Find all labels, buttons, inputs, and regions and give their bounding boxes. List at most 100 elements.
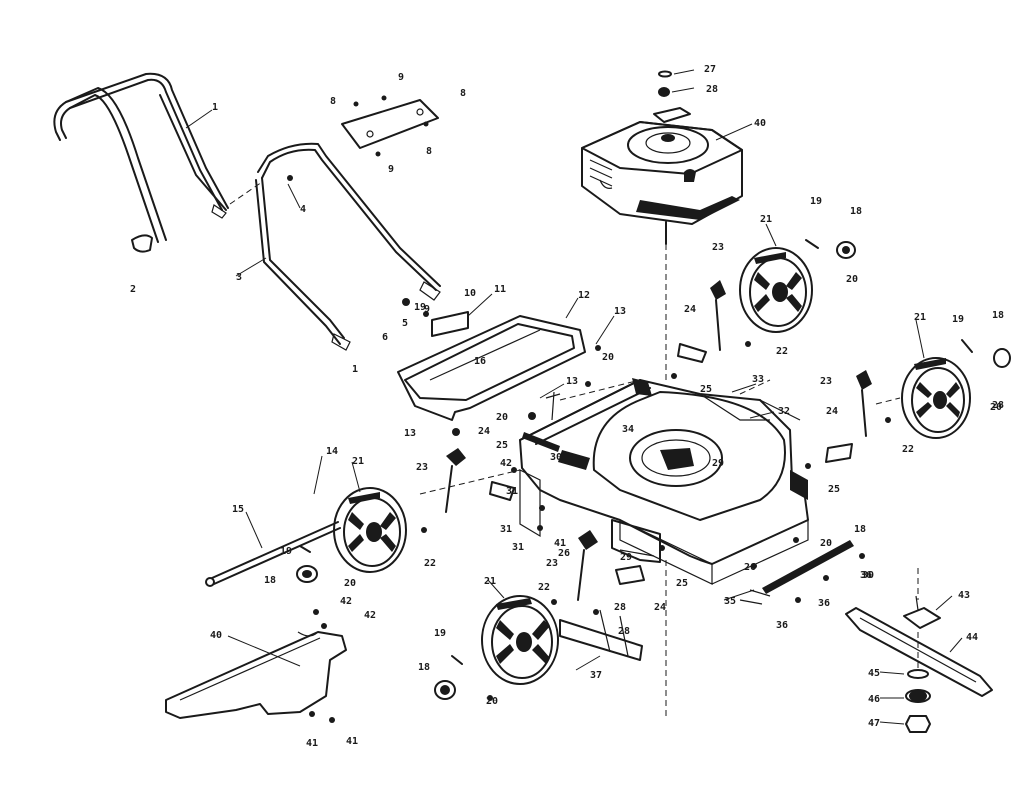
callout-28: 28 xyxy=(992,400,1004,411)
callout-18: 18 xyxy=(850,206,862,217)
callout-25: 25 xyxy=(676,578,688,589)
callout-32: 32 xyxy=(778,406,790,417)
callout-23: 23 xyxy=(416,462,428,473)
handle-bracket xyxy=(341,99,439,149)
callout-19: 19 xyxy=(280,546,292,557)
callout-23: 23 xyxy=(712,242,724,253)
wheel-front-right xyxy=(739,247,813,333)
callout-20: 20 xyxy=(344,578,356,589)
callout-21: 21 xyxy=(760,214,772,225)
callout-47: 47 xyxy=(868,718,880,729)
brackets xyxy=(431,311,853,585)
callout-16: 16 xyxy=(474,356,486,367)
blade-hardware xyxy=(905,669,931,733)
callout-42: 42 xyxy=(340,596,352,607)
callout-43: 43 xyxy=(958,590,970,601)
callout-20: 20 xyxy=(820,538,832,549)
callout-22: 22 xyxy=(776,346,788,357)
callout-26: 26 xyxy=(558,548,570,559)
hubcap-parts xyxy=(296,239,1011,700)
callout-1: 1 xyxy=(352,364,358,375)
deflector-plate xyxy=(397,315,586,421)
callout-9: 9 xyxy=(388,164,394,175)
callout-8: 8 xyxy=(460,88,466,99)
callout-20: 20 xyxy=(846,274,858,285)
callout-36: 36 xyxy=(860,570,872,581)
callout-42: 42 xyxy=(364,610,376,621)
callout-25: 25 xyxy=(496,440,508,451)
height-levers xyxy=(445,280,872,601)
mower-deck xyxy=(519,378,809,585)
callout-19: 19 xyxy=(810,196,822,207)
leader-lines xyxy=(185,69,963,725)
callout-45: 45 xyxy=(868,668,880,679)
callout-18: 18 xyxy=(264,575,276,586)
fasteners xyxy=(287,95,891,723)
callout-20: 20 xyxy=(602,352,614,363)
callout-24: 24 xyxy=(684,304,696,315)
callout-25: 25 xyxy=(700,384,712,395)
callout-20: 20 xyxy=(486,696,498,707)
baffle-strip xyxy=(739,540,854,605)
callout-37: 37 xyxy=(590,670,602,681)
callout-15: 15 xyxy=(232,504,244,515)
callout-41: 41 xyxy=(306,738,318,749)
callout-35: 35 xyxy=(724,596,736,607)
callout-6: 6 xyxy=(382,332,388,343)
lower-handle xyxy=(255,142,441,351)
callout-29: 29 xyxy=(712,458,724,469)
callout-28: 28 xyxy=(706,84,718,95)
callout-40: 40 xyxy=(754,118,766,129)
upper-handle xyxy=(53,72,229,243)
callout-30: 30 xyxy=(550,452,562,463)
callout-21: 21 xyxy=(914,312,926,323)
callout-46: 46 xyxy=(868,694,880,705)
callout-18: 18 xyxy=(418,662,430,673)
discharge-chute xyxy=(165,631,347,719)
callout-22: 22 xyxy=(538,582,550,593)
callout-18: 18 xyxy=(854,524,866,535)
callout-12: 12 xyxy=(578,290,590,301)
callout-26: 26 xyxy=(744,562,756,573)
callout-14: 14 xyxy=(326,446,338,457)
callout-9: 9 xyxy=(398,72,404,83)
callout-19: 19 xyxy=(434,628,446,639)
assembly-lines xyxy=(229,181,919,720)
callout-33: 33 xyxy=(752,374,764,385)
wheel-front-left xyxy=(333,487,407,573)
wheel-rear-right xyxy=(901,357,971,439)
callout-11: 11 xyxy=(494,284,506,295)
callout-13: 13 xyxy=(404,428,416,439)
callout-31: 31 xyxy=(506,486,518,497)
callout-20: 20 xyxy=(990,402,1002,413)
callout-4: 4 xyxy=(300,204,306,215)
callout-24: 24 xyxy=(478,426,490,437)
callout-28: 28 xyxy=(614,602,626,613)
callout-8: 8 xyxy=(426,146,432,157)
callout-21: 21 xyxy=(352,456,364,467)
callout-41: 41 xyxy=(346,736,358,747)
callout-21: 21 xyxy=(484,576,496,587)
callout-31: 31 xyxy=(512,542,524,553)
blade xyxy=(845,607,993,697)
callout-24: 24 xyxy=(654,602,666,613)
callout-34: 34 xyxy=(622,424,634,435)
callout-18: 18 xyxy=(992,310,1004,321)
callout-25: 25 xyxy=(828,484,840,495)
callout-10: 10 xyxy=(464,288,476,299)
callout-5: 5 xyxy=(402,318,408,329)
axle-rod xyxy=(205,521,341,587)
callout-19: 19 xyxy=(952,314,964,325)
callout-8: 8 xyxy=(330,96,336,107)
wheel-rear-left xyxy=(481,595,559,685)
callout-20: 20 xyxy=(496,412,508,423)
callout-40: 40 xyxy=(210,630,222,641)
callout-36: 36 xyxy=(818,598,830,609)
callout-19: 19 xyxy=(414,302,426,313)
callout-22: 22 xyxy=(424,558,436,569)
callout-3: 3 xyxy=(236,272,242,283)
callout-24: 24 xyxy=(826,406,838,417)
